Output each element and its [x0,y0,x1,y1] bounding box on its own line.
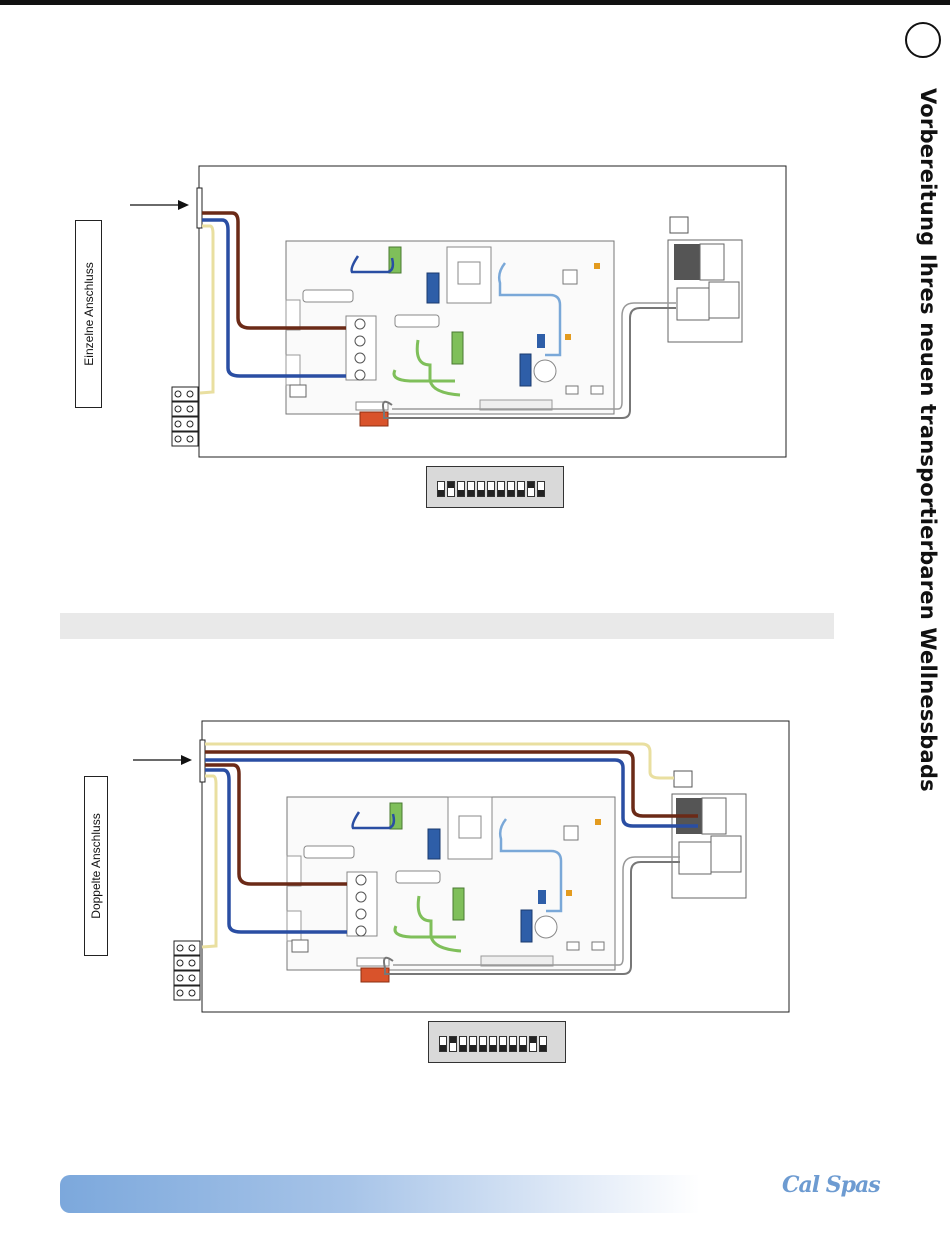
dip-switch-knob [510,1045,516,1051]
dip-switch-11 [539,1036,547,1052]
dip-switch-2 [449,1036,457,1052]
dip-switch-knob [500,1045,506,1051]
dip-switch-6 [489,1036,497,1052]
dip-switch-knob [520,1045,526,1051]
dip-switch-5 [479,1036,487,1052]
dip-switch-8 [509,1036,517,1052]
dip-switch-knob [470,1045,476,1051]
arrow-head-2 [181,755,192,765]
dip-switch-1 [439,1036,447,1052]
dip-switch-knob [440,1045,446,1051]
dip-switch-knob [480,1045,486,1051]
dip-switch-9 [519,1036,527,1052]
logo-text: Cal Spas [782,1172,880,1198]
dip-switch-knob [490,1045,496,1051]
dip-switch-3 [459,1036,467,1052]
dip-switch-panel-double [428,1021,566,1063]
cal-spas-logo: Cal Spas [782,1172,880,1198]
dip-switch-knob [450,1037,456,1043]
footer-gradient-band [60,1175,700,1213]
connector-small-2 [674,771,692,787]
dip-switch-10 [529,1036,537,1052]
dip-switch-knob [460,1045,466,1051]
dip-switch-7 [499,1036,507,1052]
terminal-block-2 [174,941,200,1000]
heater-unit-2 [672,794,746,898]
dip-switch-4 [469,1036,477,1052]
dip-switch-knob [530,1037,536,1043]
cable-entry-2 [200,740,205,782]
dip-switch-knob [540,1045,546,1051]
